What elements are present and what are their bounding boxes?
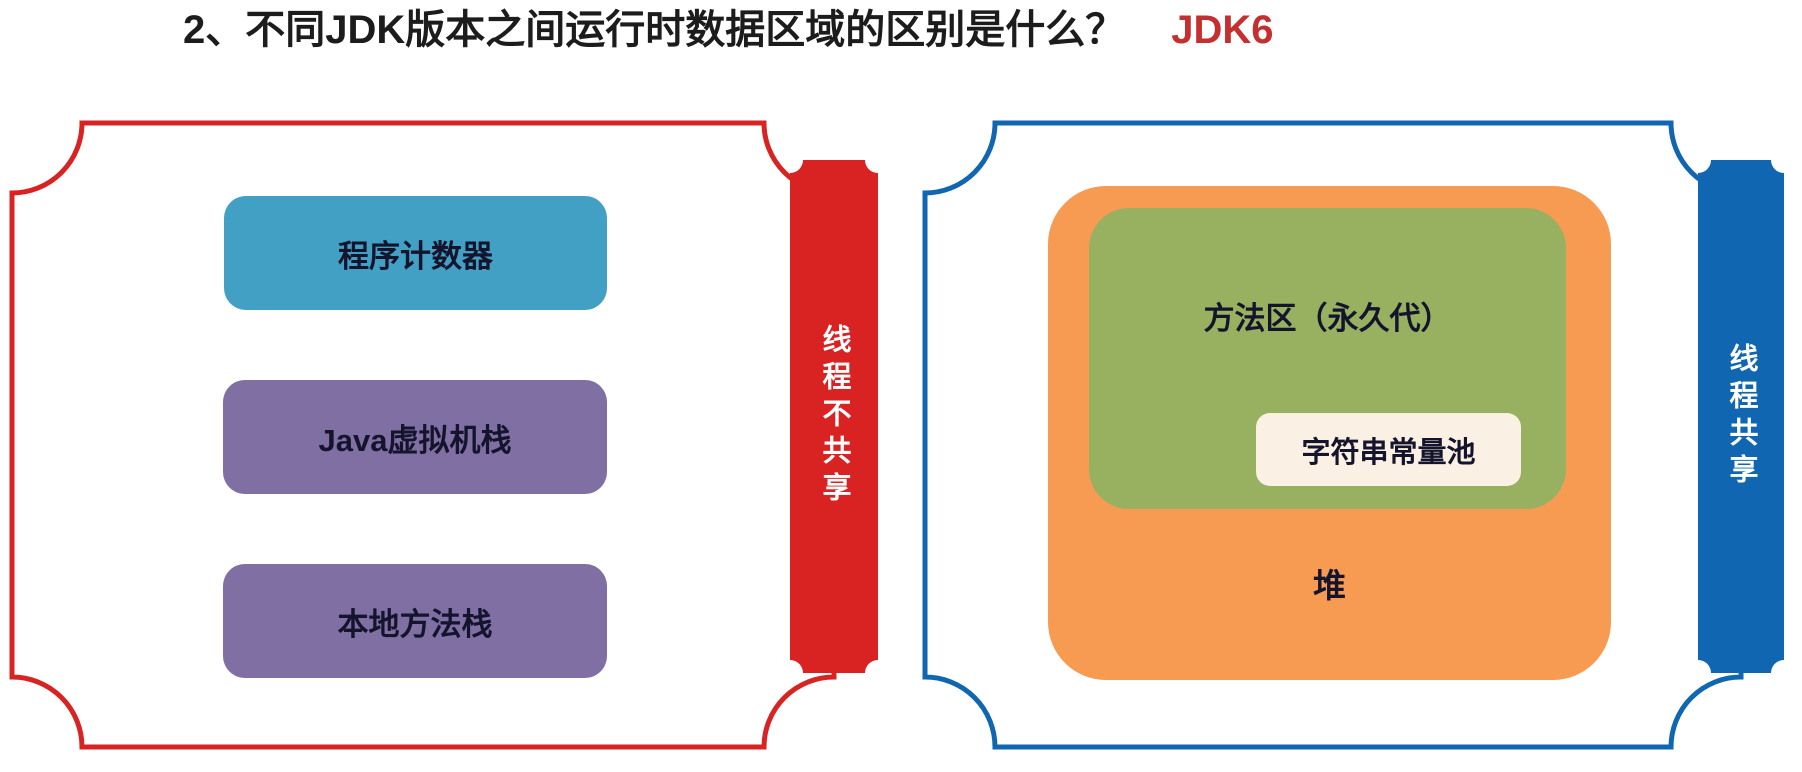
program-counter-box: 程序计数器 [224,196,607,310]
program-counter-label: 程序计数器 [338,238,493,274]
string-constant-pool-box: 字符串常量池 [1256,413,1521,486]
left-banner-ribbon [790,160,878,673]
title-version-tag: JDK6 [1171,8,1274,52]
page-title: 2、不同JDK版本之间运行时数据区域的区别是什么？ JDK6 [183,4,1274,56]
native-method-stack-label: 本地方法栈 [337,606,493,642]
native-method-stack-box: 本地方法栈 [223,564,607,678]
thread-shared-banner-label: 线程共享 [1725,342,1757,491]
jvm-stack-box: Java虚拟机栈 [223,380,607,494]
string-constant-pool-label: 字符串常量池 [1301,436,1476,469]
title-question: 2、不同JDK版本之间运行时数据区域的区别是什么？ [183,8,1126,52]
heap-label: 堆 [1313,567,1346,604]
method-area-label: 方法区（永久代） [1203,300,1452,336]
jvm-stack-label: Java虚拟机栈 [318,422,512,458]
thread-not-shared-banner-label: 线程不共享 [818,324,850,509]
right-banner-ribbon [1698,160,1784,673]
